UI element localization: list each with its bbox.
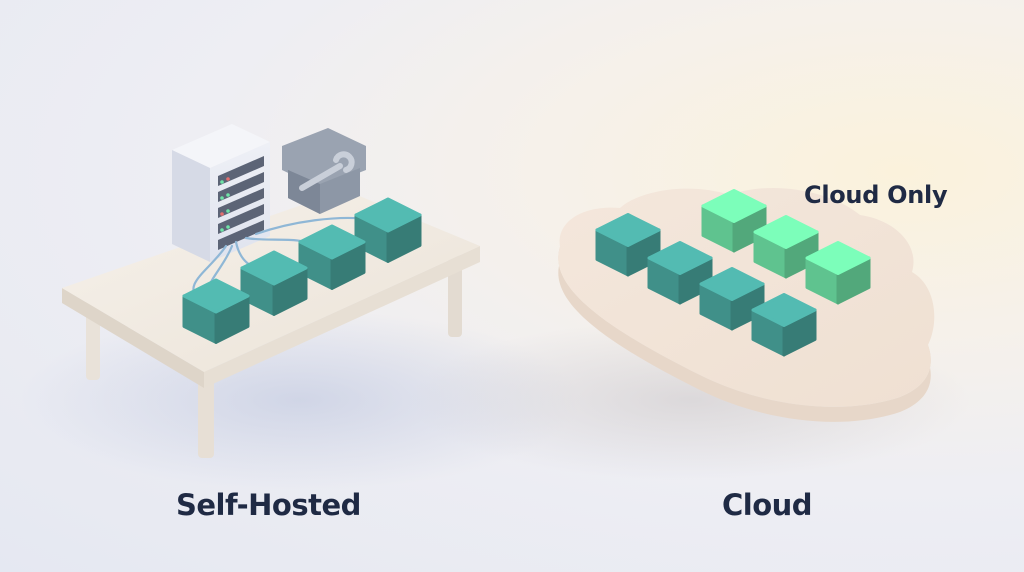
server-rack — [172, 124, 270, 262]
table-leg — [448, 255, 462, 337]
teal-module — [751, 293, 817, 357]
teal-module — [298, 224, 366, 290]
wrench-icon — [299, 151, 355, 191]
table-edge — [204, 246, 480, 388]
server-side — [172, 150, 210, 262]
self-hosted-label: Self-Hosted — [176, 488, 361, 522]
cloud-modules — [595, 189, 871, 357]
server-top — [172, 124, 270, 168]
cloud-label: Cloud — [722, 488, 813, 522]
teal-module — [354, 197, 422, 263]
toolbox — [282, 128, 366, 214]
teal-module — [240, 250, 308, 316]
table-modules — [182, 197, 422, 344]
teal-module — [182, 278, 250, 344]
server-status-lights — [220, 177, 230, 232]
mint-module — [805, 241, 871, 305]
cloud-edge — [558, 247, 931, 422]
table-edge — [62, 288, 204, 388]
teal-module — [595, 213, 661, 277]
table-leg — [198, 370, 214, 458]
mint-module — [753, 215, 819, 279]
cloud-only-label: Cloud Only — [804, 181, 948, 209]
toolbox-lid — [282, 128, 366, 188]
teal-module — [699, 267, 765, 331]
